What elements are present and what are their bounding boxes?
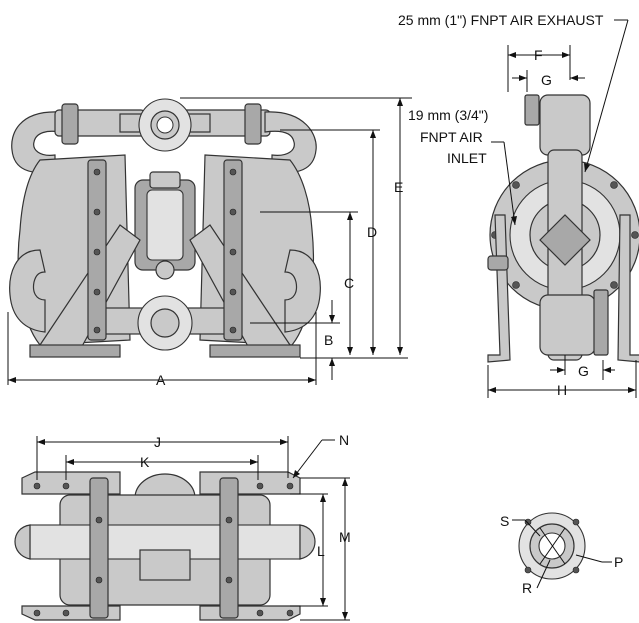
dim-label-f: F xyxy=(534,47,543,63)
front-view-dimensions xyxy=(7,97,412,385)
dim-label-g-bottom: G xyxy=(578,363,589,379)
flange-detail xyxy=(512,512,612,589)
side-view-dimensions xyxy=(487,19,637,398)
dim-label-p: P xyxy=(614,554,623,570)
top-view-pump xyxy=(14,471,316,621)
dim-label-g-top: G xyxy=(541,72,552,88)
dim-label-l: L xyxy=(317,543,325,559)
dim-label-j: J xyxy=(154,434,161,450)
dim-label-m: M xyxy=(339,529,351,545)
inlet-label-line2: FNPT AIR xyxy=(420,129,483,145)
dim-label-k: K xyxy=(140,454,150,470)
dim-label-n: N xyxy=(339,432,349,448)
dim-label-a: A xyxy=(156,372,166,388)
dim-label-r: R xyxy=(522,580,532,596)
dim-label-d: D xyxy=(367,224,377,240)
side-view-pump xyxy=(487,94,639,363)
dim-label-s: S xyxy=(500,513,509,529)
dim-label-c: C xyxy=(344,275,354,291)
inlet-label-line3: INLET xyxy=(447,150,487,166)
inlet-label-line1: 19 mm (3/4") xyxy=(408,107,488,123)
exhaust-label: 25 mm (1") FNPT AIR EXHAUST xyxy=(398,12,604,28)
dim-label-b: B xyxy=(324,332,333,348)
dim-label-e: E xyxy=(394,179,403,195)
front-view-pump xyxy=(9,98,321,358)
dim-label-h: H xyxy=(557,382,567,398)
top-view-dimensions xyxy=(36,436,350,621)
